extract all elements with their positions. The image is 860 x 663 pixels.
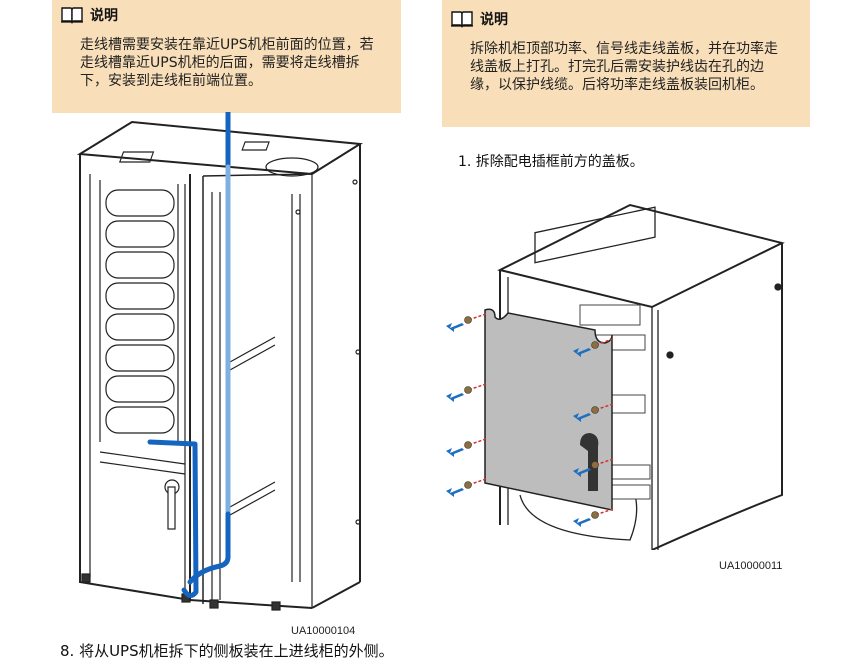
book-icon: [451, 11, 473, 28]
note-text: 拆除机柜顶部功率、信号线走线盖板，并在功率走线盖板上打孔。打完孔后需安装护线齿在…: [470, 41, 778, 93]
note-header: 说明: [450, 9, 508, 29]
note-header: 说明: [60, 5, 118, 25]
screw-removal-arrow: [573, 508, 614, 527]
book-icon: [61, 7, 83, 24]
screw-removal-arrow: [446, 478, 487, 497]
screw-removal-arrow: [573, 458, 614, 477]
step-8-text: 8. 将从UPS机柜拆下的侧板装在上进线柜的外侧。: [60, 642, 394, 660]
note-title: 说明: [90, 8, 118, 24]
figure-caption-right: UA10000011: [719, 560, 783, 572]
step-1-text: 1. 拆除配电插框前方的盖板。: [458, 154, 644, 170]
battery-module: [105, 220, 175, 248]
battery-module: [105, 344, 175, 372]
distribution-frame-illustration: [446, 203, 785, 550]
screw-removal-arrow: [446, 313, 487, 332]
note-box-left: 说明 走线槽需要安装在靠近UPS机柜前面的位置，若走线槽靠近UPS机柜的后面，需…: [52, 0, 401, 113]
battery-module: [105, 282, 175, 310]
note-title: 说明: [480, 12, 508, 28]
figure-caption-left: UA10000104: [291, 625, 356, 637]
battery-module: [105, 313, 175, 341]
battery-module: [105, 375, 175, 403]
note-box-right: 说明 拆除机柜顶部功率、信号线走线盖板，并在功率走线盖板上打孔。打完孔后需安装护…: [442, 0, 810, 127]
screw-removal-arrow: [573, 338, 614, 357]
screw-removal-arrow: [573, 403, 614, 422]
note-text: 走线槽需要安装在靠近UPS机柜前面的位置，若走线槽靠近UPS机柜的后面，需要将走…: [80, 37, 374, 89]
ups-cabinet-illustration: [76, 112, 364, 611]
battery-module: [105, 189, 175, 217]
battery-module: [105, 406, 175, 434]
battery-module: [105, 251, 175, 279]
screw-removal-arrow: [446, 383, 487, 402]
screw-removal-arrow: [446, 438, 487, 457]
